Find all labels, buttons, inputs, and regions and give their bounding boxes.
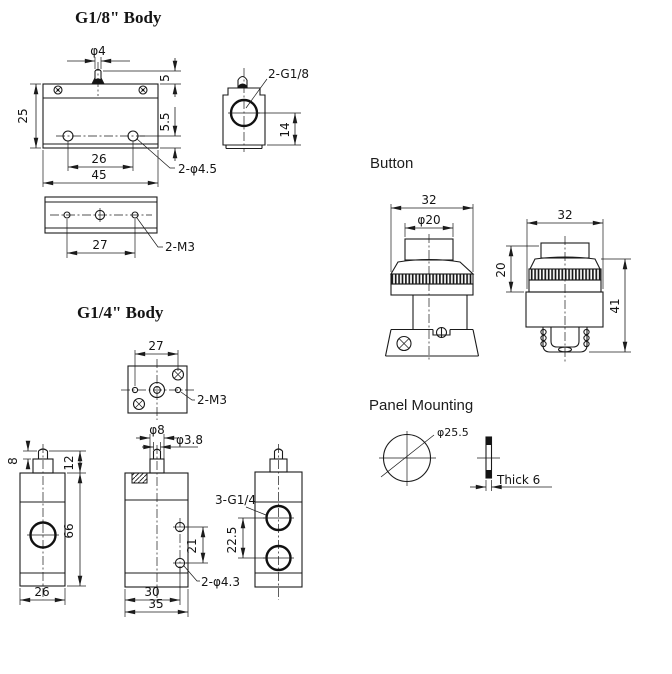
g18-dim-5: 5 (158, 74, 172, 82)
button-front-view: 32 φ20 (384, 193, 480, 361)
g18-dim-26: 26 (91, 152, 106, 166)
g18-dim-14: 14 (278, 122, 292, 137)
g18-front-view: φ4 5 5.5 25 26 45 2-φ4.5 (16, 44, 217, 187)
g18-dim-phi4: φ4 (90, 44, 106, 58)
g18-port-callout: 2-G1/8 (268, 67, 309, 81)
g14-dim-22-5: 22.5 (225, 527, 239, 554)
button-title: Button (370, 155, 413, 172)
g14-dim-26: 26 (34, 585, 49, 599)
g18-side-view: 2-G1/8 14 (222, 67, 309, 152)
button-side-view: 32 20 41 (494, 208, 631, 363)
g14-dim-8: 8 (6, 457, 20, 465)
button-side-dim-20: 20 (494, 262, 508, 277)
panel-dia-callout: φ25.5 (437, 426, 469, 439)
button-front-dim-32: 32 (421, 193, 436, 207)
g14-dim-27: 27 (148, 339, 163, 353)
g14-dim-35: 35 (148, 597, 163, 611)
g14-middle-view: φ8 φ3.8 21 30 35 2-φ4.3 3-G1/4 (124, 423, 267, 617)
g14-thread-callout: 2-M3 (197, 393, 227, 407)
g14-port-callout: 3-G1/4 (215, 493, 256, 507)
g14-dim-30: 30 (144, 585, 159, 599)
g18-thread-callout: 2-M3 (165, 240, 195, 254)
button-side-dim-41: 41 (608, 298, 622, 313)
g18-dim-45: 45 (91, 168, 106, 182)
g18-dim-27: 27 (92, 238, 107, 252)
g14-dim-12: 12 (62, 455, 76, 470)
panel-mounting-view: φ25.5 Thick 6 (379, 426, 552, 491)
panel-mounting-title: Panel Mounting (369, 397, 473, 414)
g14-dim-phi38: φ3.8 (176, 433, 203, 447)
button-side-dim-32: 32 (557, 208, 572, 222)
g14-front-view: 8 12 66 26 (6, 440, 86, 605)
g14-dim-66: 66 (62, 523, 76, 538)
g14-top-view: 27 2-M3 (121, 339, 227, 420)
g14-dim-phi8: φ8 (149, 423, 165, 437)
g14-holes-callout: 2-φ4.3 (201, 575, 240, 589)
g18-body-title: G1/8" Body (75, 8, 162, 27)
g14-body-title: G1/4" Body (77, 303, 164, 322)
g18-dim-5-5: 5.5 (158, 112, 172, 131)
g18-bottom-view: 27 2-M3 (44, 196, 195, 258)
button-front-dim-phi20: φ20 (417, 213, 440, 227)
g14-dim-21: 21 (185, 538, 199, 553)
panel-thickness-label: Thick 6 (496, 473, 540, 487)
g14-right-view: 22.5 (225, 444, 303, 600)
g18-dim-25: 25 (16, 108, 30, 123)
g18-holes-callout: 2-φ4.5 (178, 162, 217, 176)
